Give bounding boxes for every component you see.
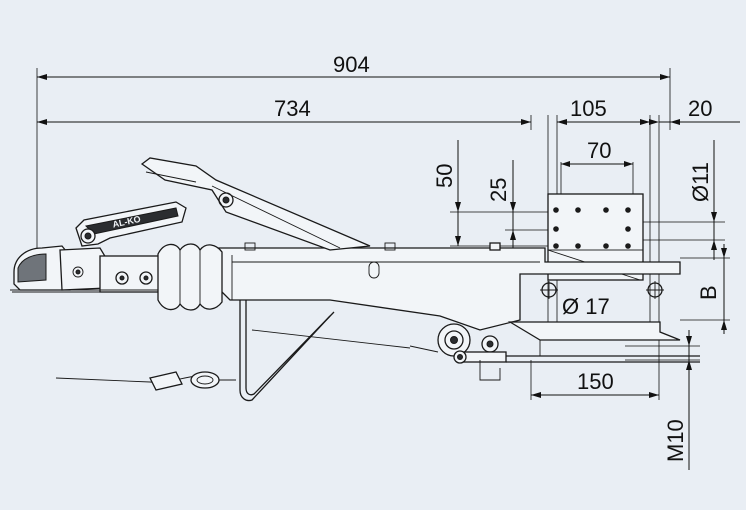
arrow-150-right bbox=[649, 392, 659, 398]
arrow-150-left bbox=[531, 392, 541, 398]
label-overall-length: 904 bbox=[333, 52, 370, 77]
label-length-to-mount: 734 bbox=[274, 96, 311, 121]
arrow-20-right bbox=[649, 119, 659, 125]
arrow-734-right bbox=[521, 119, 531, 125]
bolt-holes bbox=[553, 207, 631, 249]
label-hole-spacing-vertical-large: 50 bbox=[432, 164, 457, 188]
label-end-offset: 20 bbox=[688, 96, 712, 121]
coupling-head: AL-KO bbox=[10, 201, 187, 293]
arrow-b-bottom bbox=[721, 320, 727, 330]
arrow-m10-bottom bbox=[686, 360, 692, 370]
arrow-20-left bbox=[670, 119, 680, 125]
breakaway-cable bbox=[55, 371, 236, 391]
arrow-25-top bbox=[510, 202, 516, 212]
arrow-904-right bbox=[660, 74, 670, 80]
dimension-labels: 904 734 105 20 70 50 25 Ø11 Ø 17 B 150 M… bbox=[274, 52, 721, 462]
arrow-734-left bbox=[37, 119, 47, 125]
label-mount-height-variable: B bbox=[696, 285, 721, 300]
arrow-105-right bbox=[640, 119, 650, 125]
arrow-70-right bbox=[624, 161, 633, 167]
arrow-b-top bbox=[721, 248, 727, 258]
mounting-plate bbox=[540, 193, 664, 299]
label-small-hole-diameter: Ø11 bbox=[688, 162, 713, 202]
dimension-lines bbox=[36, 68, 740, 470]
arrow-70-left bbox=[561, 161, 570, 167]
label-lower-offset: 150 bbox=[577, 369, 614, 394]
label-hole-spacing-horizontal: 70 bbox=[587, 138, 611, 163]
brake-linkage bbox=[409, 323, 700, 381]
arrow-904-left bbox=[37, 74, 47, 80]
arrow-50-top bbox=[455, 202, 461, 212]
label-large-hole-diameter: Ø 17 bbox=[562, 294, 610, 319]
label-mount-width: 105 bbox=[570, 96, 607, 121]
arrow-m10-top bbox=[686, 336, 692, 346]
support-strut bbox=[239, 300, 411, 402]
arrow-d11-bottom bbox=[711, 240, 717, 250]
arrow-50-bottom bbox=[455, 236, 461, 246]
arrow-d11-top bbox=[711, 212, 717, 222]
slot bbox=[368, 261, 380, 279]
arrow-25-bottom bbox=[510, 230, 516, 240]
arrow-105-left bbox=[557, 119, 567, 125]
label-hole-spacing-vertical-small: 25 bbox=[486, 178, 511, 202]
label-thread-size: M10 bbox=[663, 419, 688, 462]
bellows bbox=[157, 243, 223, 311]
handbrake-lever bbox=[140, 157, 371, 251]
